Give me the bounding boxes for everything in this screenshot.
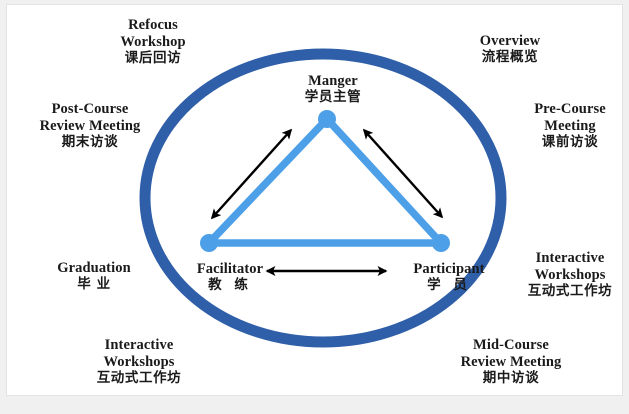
ring-label-mid-course-en-2: Review Meeting [460,354,562,371]
ring-label-graduation-en-1: Graduation [57,260,131,276]
outer-ring [139,48,507,348]
ring-label-interactive-left-zh: 互动式工作坊 [96,370,182,387]
node-label-facilitator-en: Facilitator [196,261,264,277]
arrow-manager-participant [362,128,444,219]
node-label-facilitator-zh: 教 练 [208,277,252,294]
node-participant[interactable] [432,234,450,252]
node-label-manager-zh: 学员主管 [304,89,362,106]
node-label-participant-zh: 学 员 [427,277,471,294]
ring-label-post-course: Post-Course Review Meeting 期末访谈 [17,101,163,151]
ring-label-refocus-en-2: Workshop [120,34,186,51]
ring-label-post-course-en-1: Post-Course [51,101,129,117]
arrow-facilitator-manager [210,128,293,220]
node-facilitator[interactable] [200,234,218,252]
ring-label-graduation: Graduation 毕 业 [21,260,167,293]
node-label-manager-en: Manger [308,73,358,89]
ring-label-refocus-zh: 课后回访 [124,50,182,67]
ring-label-interactive-right-en-1: Interactive [535,250,605,266]
ring-label-overview-en-1: Overview [479,33,541,49]
node-label-participant-en: Participant [413,261,485,277]
ring-label-pre-course: Pre-Course Meeting 课前访谈 [507,101,622,151]
ring-label-pre-course-en-1: Pre-Course [534,101,606,117]
node-label-manager: Manger 学员主管 [269,73,397,106]
ring-label-mid-course: Mid-Course Review Meeting 期中访谈 [431,337,591,387]
ring-label-interactive-left-en-1: Interactive [104,337,174,353]
node-label-participant: Participant 学 员 [391,261,507,294]
ring-label-overview: Overview 流程概览 [444,33,576,66]
ring-label-mid-course-en-1: Mid-Course [473,337,549,353]
ring-label-post-course-en-2: Review Meeting [39,118,141,135]
ring-label-interactive-right-zh: 互动式工作坊 [527,283,613,300]
node-manager[interactable] [318,110,336,128]
ring-label-pre-course-zh: 课前访谈 [541,134,599,151]
ring-label-mid-course-zh: 期中访谈 [482,370,540,387]
ring-label-refocus-en-1: Refocus [128,17,178,33]
node-label-facilitator: Facilitator 教 练 [175,261,285,294]
ring-label-graduation-zh: 毕 业 [77,276,111,293]
ring-label-overview-zh: 流程概览 [481,49,539,66]
ring-label-interactive-right-en-2: Workshops [534,267,606,284]
diagram-graphics [139,48,507,348]
figure-canvas: Manger 学员主管 Facilitator 教 练 Participant … [6,4,623,396]
ring-label-interactive-left: Interactive Workshops 互动式工作坊 [73,337,205,387]
ring-label-interactive-right: Interactive Workshops 互动式工作坊 [507,250,622,300]
ring-label-interactive-left-en-2: Workshops [103,354,175,371]
ring-label-pre-course-en-2: Meeting [544,118,596,135]
ring-label-refocus: Refocus Workshop 课后回访 [87,17,219,67]
ring-label-post-course-zh: 期末访谈 [61,134,119,151]
